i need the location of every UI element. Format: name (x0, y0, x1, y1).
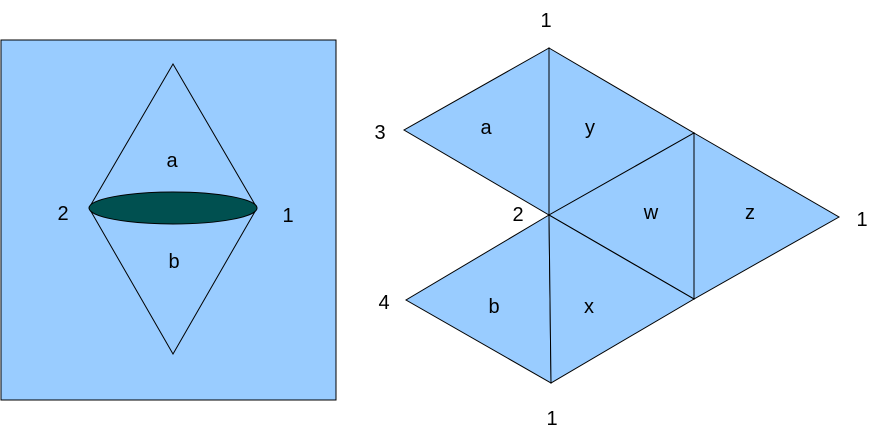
vertex-label-right-1: 1 (856, 209, 867, 231)
vertex-label-4: 4 (378, 292, 389, 314)
face-label-b: b (168, 251, 179, 273)
right-panel: 1 3 2 1 4 1 a y w z b x (374, 10, 867, 430)
face-label-a: a (166, 150, 178, 172)
face-label-w: w (643, 202, 659, 224)
face-label-a: a (480, 117, 492, 139)
face-label-y: y (585, 117, 595, 139)
triangle-a (402, 47, 550, 216)
triangle-b (405, 214, 552, 384)
vertex-label-1: 1 (282, 205, 293, 227)
vertex-label-top-1: 1 (540, 10, 551, 32)
edge-2-lower-right (548, 214, 695, 300)
vertex-label-bottom-1: 1 (546, 408, 557, 430)
face-label-b: b (488, 296, 499, 318)
vertex-label-center-2: 2 (512, 204, 523, 226)
disk-ellipse (88, 191, 258, 225)
triangle-z (693, 132, 841, 300)
rhombus-outline (88, 63, 258, 356)
face-label-z: z (745, 202, 755, 224)
left-panel: a b 2 1 (0, 39, 337, 401)
vertex-label-2: 2 (57, 203, 68, 225)
face-label-x: x (584, 296, 594, 318)
vertex-label-3: 3 (374, 122, 385, 144)
